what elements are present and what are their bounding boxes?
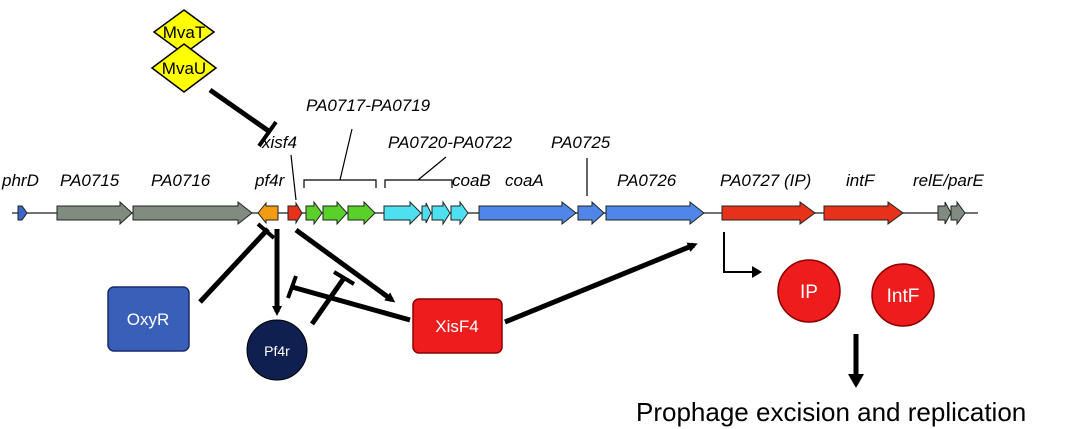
xisf4-repression-bar — [286, 275, 298, 299]
gene-pa0722 — [431, 200, 451, 226]
promoter-arrowhead — [752, 266, 762, 278]
label-pa0716: PA0716 — [151, 171, 211, 190]
oxyr-label: OxyR — [127, 310, 170, 329]
gene-pf4r — [257, 201, 279, 225]
mvau-diamond: MvaU — [150, 43, 218, 93]
promoter-bent-line — [723, 232, 752, 273]
mvau-label: MvaU — [162, 59, 206, 78]
bracket-pa0717-0719 — [303, 128, 377, 188]
label-pa0727: PA0727 (IP) — [720, 171, 811, 190]
ip-protein: IP — [777, 259, 841, 323]
label-phrD: phrD — [1, 171, 39, 190]
label-xisf4: xisf4 — [261, 133, 297, 152]
gene-relE — [937, 201, 952, 225]
gene-pa0717 — [305, 200, 323, 226]
gene-pa0726 — [605, 200, 705, 226]
bracket-pa0720-0722 — [384, 156, 453, 188]
oxyr-repression-line — [198, 227, 270, 304]
label-intF: intF — [846, 171, 876, 190]
pointer-xisf4 — [290, 154, 297, 201]
outcome-caption: Prophage excision and replication — [636, 397, 1026, 427]
pf4r-label: Pf4r — [264, 343, 290, 359]
gene-coaB — [450, 200, 469, 226]
gene-intF — [823, 201, 904, 225]
pf4r-repression-bar — [332, 270, 356, 286]
gene-arrows — [17, 200, 966, 226]
gene-xisf4 — [287, 201, 303, 225]
label-pa0726: PA0726 — [617, 171, 677, 190]
intf-label: IntF — [887, 286, 920, 307]
gene-pa0716 — [132, 200, 253, 226]
gene-pa0720 — [383, 200, 422, 226]
ip-label: IP — [800, 282, 818, 303]
label-coaB: coaB — [452, 171, 491, 190]
pf4r-protein: Pf4r — [246, 319, 308, 381]
mvat-label: MvaT — [163, 23, 206, 42]
gene-pa0718 — [322, 200, 348, 226]
xisf4-label: XisF4 — [435, 317, 478, 336]
xisf4-activation-arrow — [504, 242, 698, 325]
label-pa0717-0719: PA0717-PA0719 — [306, 96, 431, 115]
outcome-arrowhead — [848, 374, 864, 388]
mvau-repression-bar — [257, 120, 278, 148]
pf4r-repression-line — [309, 276, 347, 326]
label-pf4r: pf4r — [254, 171, 286, 190]
gene-pa0715 — [56, 200, 133, 226]
label-coaA: coaA — [505, 171, 544, 190]
gene-pa0721 — [421, 202, 432, 224]
label-pa0720-0722: PA0720-PA0722 — [388, 133, 513, 152]
gene-coaA — [478, 200, 577, 226]
gene-pa0727 — [721, 201, 816, 225]
oxyr-repression-bar — [256, 222, 276, 240]
gene-pa0725 — [577, 200, 605, 226]
xisf4-repression-line — [291, 284, 411, 323]
oxyr-protein: OxyR — [107, 286, 190, 352]
label-relE-parE: relE/parE — [913, 171, 985, 190]
gene-pa0719 — [347, 200, 376, 226]
label-pa0725: PA0725 — [551, 133, 611, 152]
intf-protein: IntF — [871, 263, 935, 327]
label-pa0715: PA0715 — [60, 171, 120, 190]
xisf4-protein: XisF4 — [412, 298, 503, 354]
gene-phrD — [17, 205, 28, 221]
gene-parE — [950, 200, 966, 226]
mvau-repression-line — [208, 87, 272, 135]
xisf4-expression-arrow — [294, 227, 396, 303]
